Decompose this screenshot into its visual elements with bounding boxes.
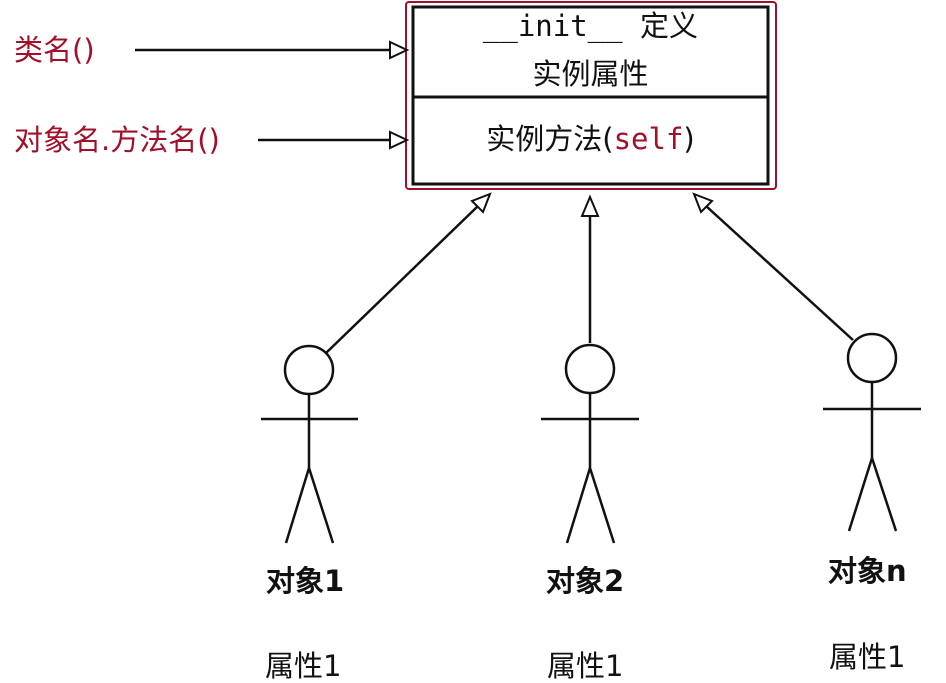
method-call-arrow-head — [389, 130, 410, 150]
obj1-arrow-head — [470, 192, 492, 214]
object2-figure — [541, 343, 639, 544]
objn-arrow-line — [705, 205, 854, 341]
obj2-arrow-head — [580, 194, 600, 217]
self-param: self — [613, 122, 684, 156]
instance-attributes-label: 实例属性 — [532, 57, 649, 91]
instance-method-name: 实例方法( — [486, 122, 614, 156]
class-outer-frame — [405, 1, 777, 190]
objn-arrow-head — [692, 192, 714, 214]
objectn-head — [846, 332, 898, 384]
object1-figure — [261, 344, 358, 544]
object1-name: 对象1 — [266, 564, 345, 598]
object2-head — [564, 343, 616, 395]
init-definition-label: __init__ 定义 — [482, 9, 699, 43]
method-call-label: 对象名.方法名() — [14, 123, 220, 157]
objectn-figure — [823, 332, 921, 532]
constructor-call-label: 类名() — [14, 33, 95, 67]
instance-method-label: 实例方法(self) — [413, 125, 768, 154]
object2-attribute: 属性1 — [547, 649, 624, 683]
objectn-attribute: 属性1 — [829, 640, 906, 674]
obj1-arrow-line — [325, 205, 479, 354]
object1-attribute: 属性1 — [265, 649, 342, 683]
object1-head — [283, 344, 335, 396]
objectn-name: 对象n — [828, 554, 907, 588]
instance-method-close: ) — [683, 122, 695, 156]
object2-name: 对象2 — [546, 564, 625, 598]
constructor-arrow-head — [389, 40, 410, 60]
